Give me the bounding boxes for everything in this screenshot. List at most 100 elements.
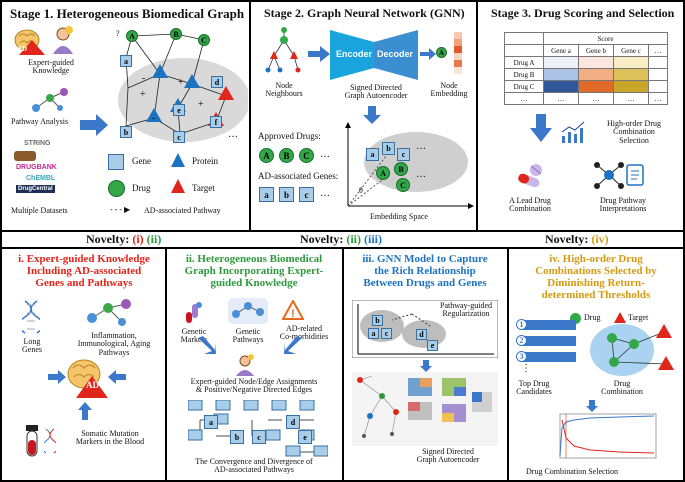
legend-target: Target <box>628 313 649 322</box>
novelty-2: Novelty: (ii) (iii) <box>300 233 382 246</box>
edge-sign: + <box>178 77 184 88</box>
arrow-right-icon <box>420 48 436 60</box>
graph-gene-e: e <box>173 104 185 116</box>
divider <box>249 2 251 232</box>
legend-gene-icon <box>108 154 124 170</box>
top-candidates: Top Drug Candidates <box>516 379 552 397</box>
panel-i-title: i. Expert-guided Knowledge Including AD-… <box>18 253 150 290</box>
divider <box>165 247 167 482</box>
comorbid: AD-related Co-morbidities <box>279 324 329 342</box>
legend-drug-icon <box>570 313 581 324</box>
novelty-tag-ii: (ii) <box>146 232 162 246</box>
score-cell <box>578 68 614 81</box>
row-header: Drug C <box>504 80 544 93</box>
dna-icon <box>22 300 40 334</box>
legend-gene: Gene <box>132 156 151 166</box>
autoencoder-label: Signed Directed Graph Autoencoder <box>344 83 408 101</box>
autoencoder-shape <box>330 30 418 80</box>
genetic-pathways: Genetic Pathways <box>232 327 264 345</box>
pathway-label: Pathway Analysis <box>11 117 69 126</box>
db-icon <box>14 151 36 161</box>
score-header: Score <box>543 32 668 45</box>
legend-pathway: AD-associated Pathway <box>144 206 221 215</box>
space-ellipsis: … <box>416 169 426 180</box>
panel-ii-title: ii. Heterogeneous Biomedical Graph Incor… <box>184 253 324 290</box>
legend-target-icon <box>614 312 626 323</box>
db-chembl: ChEMBL <box>26 175 56 182</box>
regularization: Pathway-guided Regularization <box>440 301 492 319</box>
novelty-prefix: Novelty: <box>545 232 592 246</box>
score-cell <box>543 80 579 93</box>
score-cell <box>613 56 649 69</box>
novelty-1: Novelty: (i) (ii) <box>86 233 161 246</box>
graph-drug-A: A <box>126 30 138 42</box>
edge-sign: + <box>140 89 146 100</box>
panel-iv-title: iv. High-order Drug Combinations Selecte… <box>535 253 657 302</box>
embedding-space-plot <box>345 122 474 209</box>
combination-graph <box>590 324 674 376</box>
chain-gene-e: e <box>298 430 312 444</box>
interp-label: Drug Pathway Interpretations <box>599 196 647 214</box>
reg-gene-d: d <box>416 329 427 340</box>
score-cell <box>578 56 614 69</box>
arrow-down-icon <box>530 114 552 142</box>
ad-genes-label: AD-associated Genes: <box>258 171 339 181</box>
expert-person-icon <box>236 354 254 376</box>
ad-badge: AD <box>17 45 28 53</box>
arrow-left-icon <box>108 370 126 384</box>
chain-gene-b: b <box>230 430 244 444</box>
ad-gene-c: c <box>299 187 314 202</box>
legend-target: Target <box>192 183 215 193</box>
graph-ellipsis: … <box>228 129 238 140</box>
brain-icon <box>67 359 108 398</box>
space-drug-B: B <box>394 162 408 176</box>
legend-protein-icon <box>171 153 185 167</box>
candidate-number: 2 <box>516 335 527 346</box>
legend-pathway-arrow: - - - ▶ <box>110 205 131 214</box>
edge-sign: + <box>198 99 204 110</box>
space-drug-C: C <box>396 178 410 192</box>
reg-gene-e: e <box>427 340 438 351</box>
col-header: Gene c <box>613 44 649 57</box>
svg-text:!: ! <box>291 308 295 320</box>
convergence: The Convergence and Divergence of AD-ass… <box>195 457 313 475</box>
graph-gene-f: f <box>210 116 222 128</box>
novelty-prefix: Novelty: <box>300 232 347 246</box>
pathway-icon <box>32 88 68 112</box>
score-cell <box>648 68 668 81</box>
encoder-label: Encoder <box>336 49 373 59</box>
diminishing-return-plot <box>559 413 657 459</box>
approved-drug-A: A <box>259 148 274 163</box>
graph-gene-b: b <box>120 126 132 138</box>
panel-iii-title: iii. GNN Model to Capture the Rich Relat… <box>362 253 488 290</box>
space-gene-b: b <box>382 142 395 155</box>
score-cell: … <box>578 92 614 105</box>
graph-gene-c: c <box>173 131 185 143</box>
db-drugcentral: DrugCentral <box>16 185 55 193</box>
divider <box>507 247 509 482</box>
graph-drug-C: C <box>198 34 210 46</box>
marker-icon <box>186 302 202 323</box>
legend-drug: Drug <box>584 313 601 322</box>
space-label: Embedding Space <box>370 212 428 221</box>
assignments: Expert-guided Node/Edge Assignments & Po… <box>190 377 318 395</box>
warning-icon: ! <box>282 300 304 320</box>
embedding-node: A <box>436 47 447 58</box>
score-cell <box>613 68 649 81</box>
decoder-label: Decoder <box>377 49 414 59</box>
autoenc-label: Signed Directed Graph Autoencoder <box>416 447 480 465</box>
pill-icon <box>518 164 542 188</box>
reg-gene-a: a <box>368 328 379 339</box>
approved-drug-B: B <box>279 148 294 163</box>
arrow-right-icon <box>48 370 66 384</box>
document-icon <box>626 164 644 186</box>
arrow-down-icon <box>198 336 216 354</box>
network-icon <box>594 162 624 189</box>
db-drugbank: DRUGBANK <box>16 164 57 171</box>
approved-drug-C: C <box>299 148 314 163</box>
space-gene-c: c <box>397 148 410 161</box>
novelty-3: Novelty: (iv) <box>545 233 609 246</box>
stage2-title: Stage 2. Graph Neural Network (GNN) <box>264 6 465 20</box>
arrow-down-icon <box>586 400 598 412</box>
stage3-title: Stage 3. Drug Scoring and Selection <box>491 6 675 20</box>
